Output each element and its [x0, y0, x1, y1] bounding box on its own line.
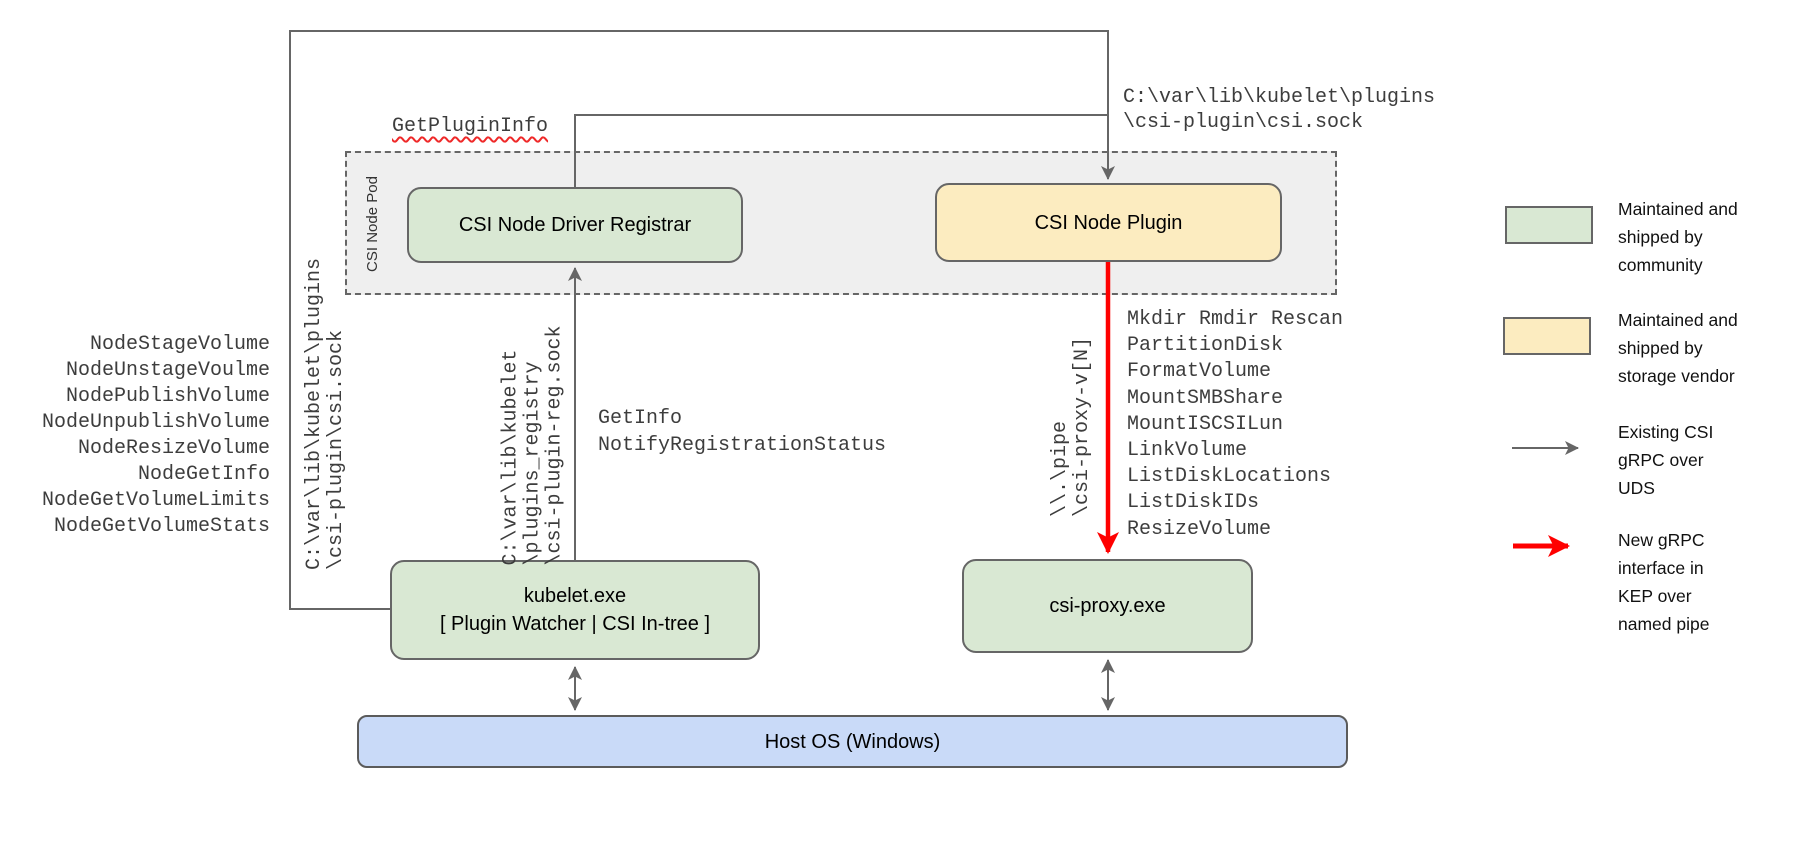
list-item: \plugins_registry: [521, 361, 545, 566]
kubelet-label-line1: kubelet.exe: [523, 585, 627, 607]
list-item: C:\var\lib\kubelet\plugins: [1123, 86, 1436, 109]
list-item: MountSMBShare: [1127, 386, 1284, 410]
plugin-label: CSI Node Plugin: [1034, 211, 1183, 234]
list-item: NodePublishVolume: [65, 385, 270, 408]
list-item: UDS: [1618, 478, 1655, 498]
list-item: NodeUnstageVoulme: [65, 359, 270, 382]
list-item: \csi-plugin-reg.sock: [543, 325, 567, 566]
list-item: Maintained and: [1618, 310, 1738, 330]
get-plugin-info-label: GetPluginInfo: [392, 115, 549, 138]
legend-community-text: Maintained and shipped by community: [1618, 195, 1808, 279]
kubelet-box: kubelet.exe [ Plugin Watcher | CSI In-tr…: [390, 560, 760, 660]
list-item: shipped by: [1618, 227, 1703, 247]
plugins-socket-path-rotated-label: C:\var\lib\kubelet\plugins\csi-plugin\cs…: [303, 257, 348, 570]
list-item: named pipe: [1618, 614, 1710, 634]
host-os-label: Host OS (Windows): [764, 730, 941, 753]
legend-vendor-swatch: [1503, 317, 1591, 355]
csi-proxy-label: csi-proxy.exe: [1049, 595, 1166, 617]
list-item: C:\var\lib\kubelet\plugins: [303, 257, 326, 570]
legend-community-swatch: [1505, 206, 1593, 244]
host-os-box: Host OS (Windows): [357, 715, 1348, 768]
list-item: FormatVolume: [1127, 360, 1272, 384]
list-item: \csi-plugin\csi.sock: [1123, 111, 1364, 134]
list-item: PartitionDisk: [1127, 334, 1284, 358]
csi-node-pod-label: CSI Node Pod: [364, 176, 381, 272]
list-item: Maintained and: [1618, 199, 1738, 219]
list-item: NodeUnpublishVolume: [41, 411, 270, 434]
list-item: NodeGetInfo: [137, 463, 270, 486]
csi-sock-path-label: C:\var\lib\kubelet\plugins\csi-plugin\cs…: [1123, 85, 1435, 135]
list-item: community: [1618, 255, 1703, 275]
csi-node-driver-registrar-box: CSI Node Driver Registrar: [407, 187, 743, 263]
list-item: KEP over: [1618, 586, 1692, 606]
list-item: ListDiskIDs: [1127, 491, 1260, 515]
list-item: ResizeVolume: [1127, 517, 1272, 541]
csi-proxy-box: csi-proxy.exe: [962, 559, 1253, 653]
list-item: Existing CSI: [1618, 422, 1714, 442]
named-pipe-path-rotated-label: \\.\pipe\csi-proxy-v[N]: [1049, 325, 1094, 517]
list-item: GetInfo: [598, 407, 683, 430]
list-item: NodeStageVolume: [89, 333, 270, 356]
list-item: \csi-plugin\csi.sock: [325, 329, 348, 570]
list-item: shipped by: [1618, 338, 1703, 358]
list-item: NodeGetVolumeStats: [53, 515, 270, 538]
list-item: ListDiskLocations: [1127, 465, 1332, 489]
registry-socket-path-rotated-label: C:\var\lib\kubelet\plugins_registry\csi-…: [499, 319, 567, 566]
list-item: interface in: [1618, 558, 1704, 578]
list-item: \\.\pipe: [1049, 420, 1072, 517]
list-item: storage vendor: [1618, 366, 1735, 386]
kubelet-label-line2: [ Plugin Watcher | CSI In-tree ]: [439, 613, 711, 635]
list-item: Mkdir Rmdir Rescan: [1127, 308, 1344, 331]
list-item: New gRPC: [1618, 530, 1705, 550]
list-item: C:\var\lib\kubelet: [499, 349, 523, 566]
registrar-label: CSI Node Driver Registrar: [458, 214, 692, 236]
csi-node-plugin-box: CSI Node Plugin: [935, 183, 1282, 262]
legend-vendor-text: Maintained and shipped by storage vendor: [1618, 306, 1808, 390]
list-item: \csi-proxy-v[N]: [1071, 336, 1094, 517]
list-item: LinkVolume: [1127, 439, 1248, 463]
list-item: gRPC over: [1618, 450, 1704, 470]
list-item: NotifyRegistrationStatus: [598, 434, 887, 457]
list-item: MountISCSILun: [1127, 412, 1284, 436]
legend-new-grpc-text: New gRPC interface in KEP over named pipe: [1618, 526, 1808, 638]
list-item: NodeGetVolumeLimits: [41, 489, 270, 512]
list-item: NodeResizeVolume: [77, 437, 270, 460]
